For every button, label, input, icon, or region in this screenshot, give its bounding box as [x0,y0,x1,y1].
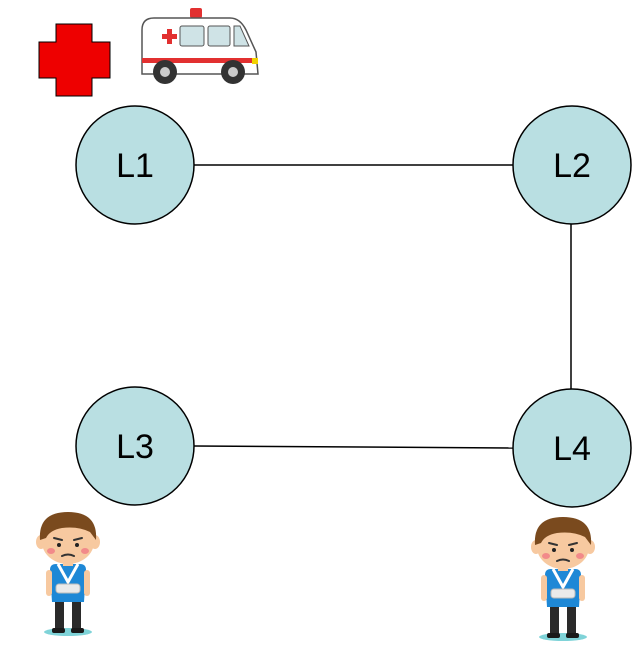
red-cross-icon [38,23,111,97]
node-l2-label: L2 [553,147,591,185]
edges [193,164,572,449]
edge-l3-l4 [193,445,514,449]
node-l1: L1 [75,105,195,225]
ambulance-icon [141,8,259,84]
injured-person-icon [34,510,102,638]
node-l3: L3 [75,386,195,506]
node-l1-label: L1 [116,147,154,185]
node-l2: L2 [512,105,632,225]
injured-person-icon [529,515,597,643]
node-l4-label: L4 [553,430,591,468]
node-l3-label: L3 [116,428,154,466]
node-l4: L4 [512,388,632,508]
